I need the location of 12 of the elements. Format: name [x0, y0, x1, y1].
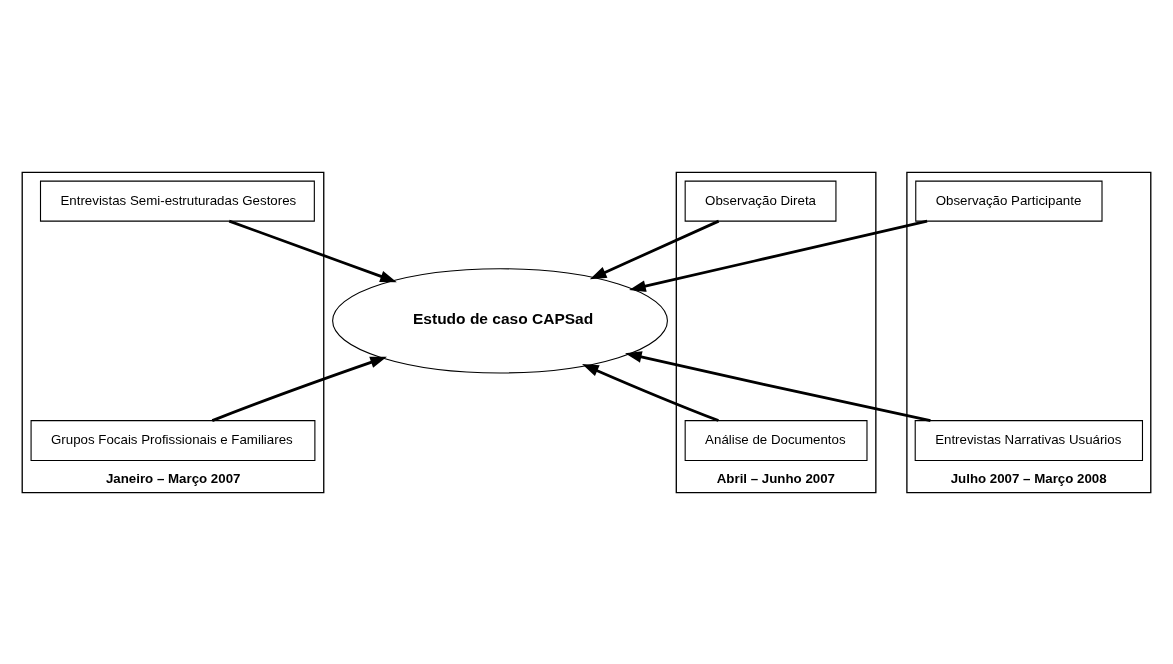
arrow — [211, 356, 387, 422]
node-box: Entrevistas Semi-estruturadas Gestores — [39, 180, 315, 222]
arrow — [228, 219, 397, 282]
arrow — [582, 363, 719, 422]
arrow — [629, 219, 928, 292]
node-box: Observação Participante — [915, 180, 1103, 222]
node-box: Observação Direta — [684, 180, 837, 222]
node-box: Entrevistas Narrativas Usuários — [914, 419, 1144, 461]
node-box: Grupos Focais Profissionais e Familiares — [30, 419, 316, 461]
arrow — [589, 219, 720, 279]
arrow — [625, 350, 931, 422]
node-box: Análise de Documentos — [684, 419, 868, 461]
